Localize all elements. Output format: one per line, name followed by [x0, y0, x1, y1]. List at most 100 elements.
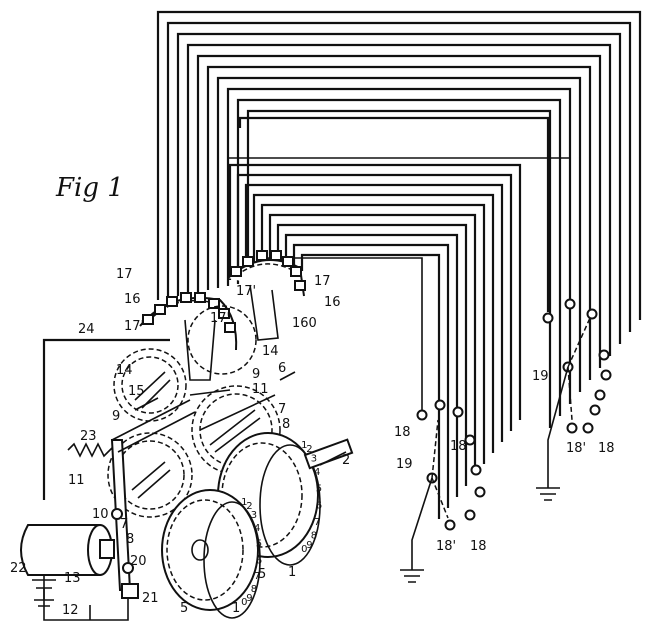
label-9: 9 [112, 409, 120, 424]
contact-segment [290, 266, 302, 277]
gear-upper-left [113, 348, 187, 422]
switch-lead [411, 477, 433, 570]
wheel-digit: 1 [241, 497, 247, 508]
label-5: 5 [258, 567, 266, 582]
wheel-digit: 4 [314, 467, 320, 478]
arc-bracket [184, 319, 216, 381]
wire-loop-inner [228, 163, 522, 420]
terminal [470, 464, 482, 476]
wire-loop-inner [244, 183, 504, 442]
contact-segment [180, 292, 192, 303]
label-20: 20 [130, 554, 147, 569]
label-17-prime: 17' [210, 311, 230, 326]
solenoid [20, 524, 115, 576]
label-23: 23 [80, 429, 97, 444]
wire-loop-outer [176, 32, 622, 344]
switch-array-right [536, 298, 612, 501]
terminal [564, 298, 576, 310]
terminal [589, 404, 601, 416]
switch-array-left [400, 399, 486, 583]
terminal [594, 389, 606, 401]
wiring-harness [156, 10, 642, 519]
wire-loop-outer [216, 76, 582, 392]
wheel-digit: 3 [311, 454, 317, 465]
switch-arm-dashed [567, 366, 573, 421]
terminal [416, 409, 428, 421]
label-160: 160 [292, 316, 317, 331]
wire-loop-inner [300, 253, 441, 519]
label-6: 6 [278, 361, 286, 376]
label-18: 18 [450, 439, 467, 454]
wire-loop-outer [206, 65, 592, 380]
label-18: 18 [394, 425, 411, 440]
contact-segment [256, 250, 268, 261]
wire-loop-outer [156, 10, 642, 320]
contact-segment [154, 304, 166, 315]
wheel-digit: 9 [246, 593, 252, 604]
switch-arm-dashed [431, 419, 439, 479]
label-2: 2 [342, 453, 350, 468]
terminal [464, 509, 476, 521]
wheel-digit: 6 [256, 555, 262, 566]
wire-loop-inner [268, 213, 477, 475]
contact-segment [166, 296, 178, 307]
wire-loop-outer [196, 54, 602, 368]
contact-segment [208, 298, 220, 309]
contact-segment [230, 266, 242, 277]
label-14: 14 [262, 344, 279, 359]
wheel-digit: 8 [311, 530, 317, 541]
wheel-digit: 2 [306, 444, 312, 455]
terminal [542, 312, 554, 324]
terminal [444, 519, 456, 531]
wheel-digit: 0 [301, 544, 307, 555]
wire-loop-inner [236, 173, 513, 431]
terminal [598, 349, 610, 361]
label-5: 5 [180, 601, 188, 616]
label-14: 14 [116, 363, 133, 378]
switch-lead [547, 366, 569, 488]
contact-segment [194, 292, 206, 303]
label-7: 7 [278, 402, 286, 417]
terminal [474, 486, 486, 498]
wire-loop-inner [284, 233, 459, 497]
label-11: 11 [252, 382, 269, 397]
label-22: 22 [10, 561, 27, 576]
label-8: 8 [282, 417, 290, 432]
label-1: 1 [232, 601, 240, 616]
label-18: 18 [470, 539, 487, 554]
spring [67, 442, 113, 458]
label-17: 17 [116, 267, 133, 282]
contact-switch [121, 562, 139, 599]
contact-segment [294, 280, 306, 291]
terminal [464, 434, 476, 446]
label-18: 18 [598, 441, 615, 456]
label-17-prime: 17' [124, 319, 144, 334]
contact-segment [270, 250, 282, 261]
wheel-digit: 3 [251, 510, 257, 521]
wire-loop-outer [226, 87, 572, 404]
wire-loop-outer [246, 109, 552, 428]
battery-symbol [32, 579, 56, 607]
wheel-digit: 5 [256, 539, 262, 550]
wheel-digit: 6 [316, 501, 322, 512]
label-15: 15 [128, 384, 145, 399]
terminal [582, 422, 594, 434]
ground-symbol [400, 569, 424, 583]
wire-loop-outer [166, 21, 632, 332]
contact-segment [224, 322, 236, 333]
wire-loop-inner [252, 193, 495, 453]
label-18-prime: 18' [436, 539, 456, 554]
label-19: 19 [532, 369, 549, 384]
wire-24 [42, 338, 170, 500]
wire-loop-outer [186, 43, 612, 356]
wheel-digit: 4 [254, 523, 260, 534]
wheel-digit: 8 [251, 584, 257, 595]
terminal [566, 422, 578, 434]
label-17-prime: 17' [236, 284, 256, 299]
terminal [586, 308, 598, 320]
label-24: 24 [78, 322, 95, 337]
contact-segment [218, 308, 230, 319]
